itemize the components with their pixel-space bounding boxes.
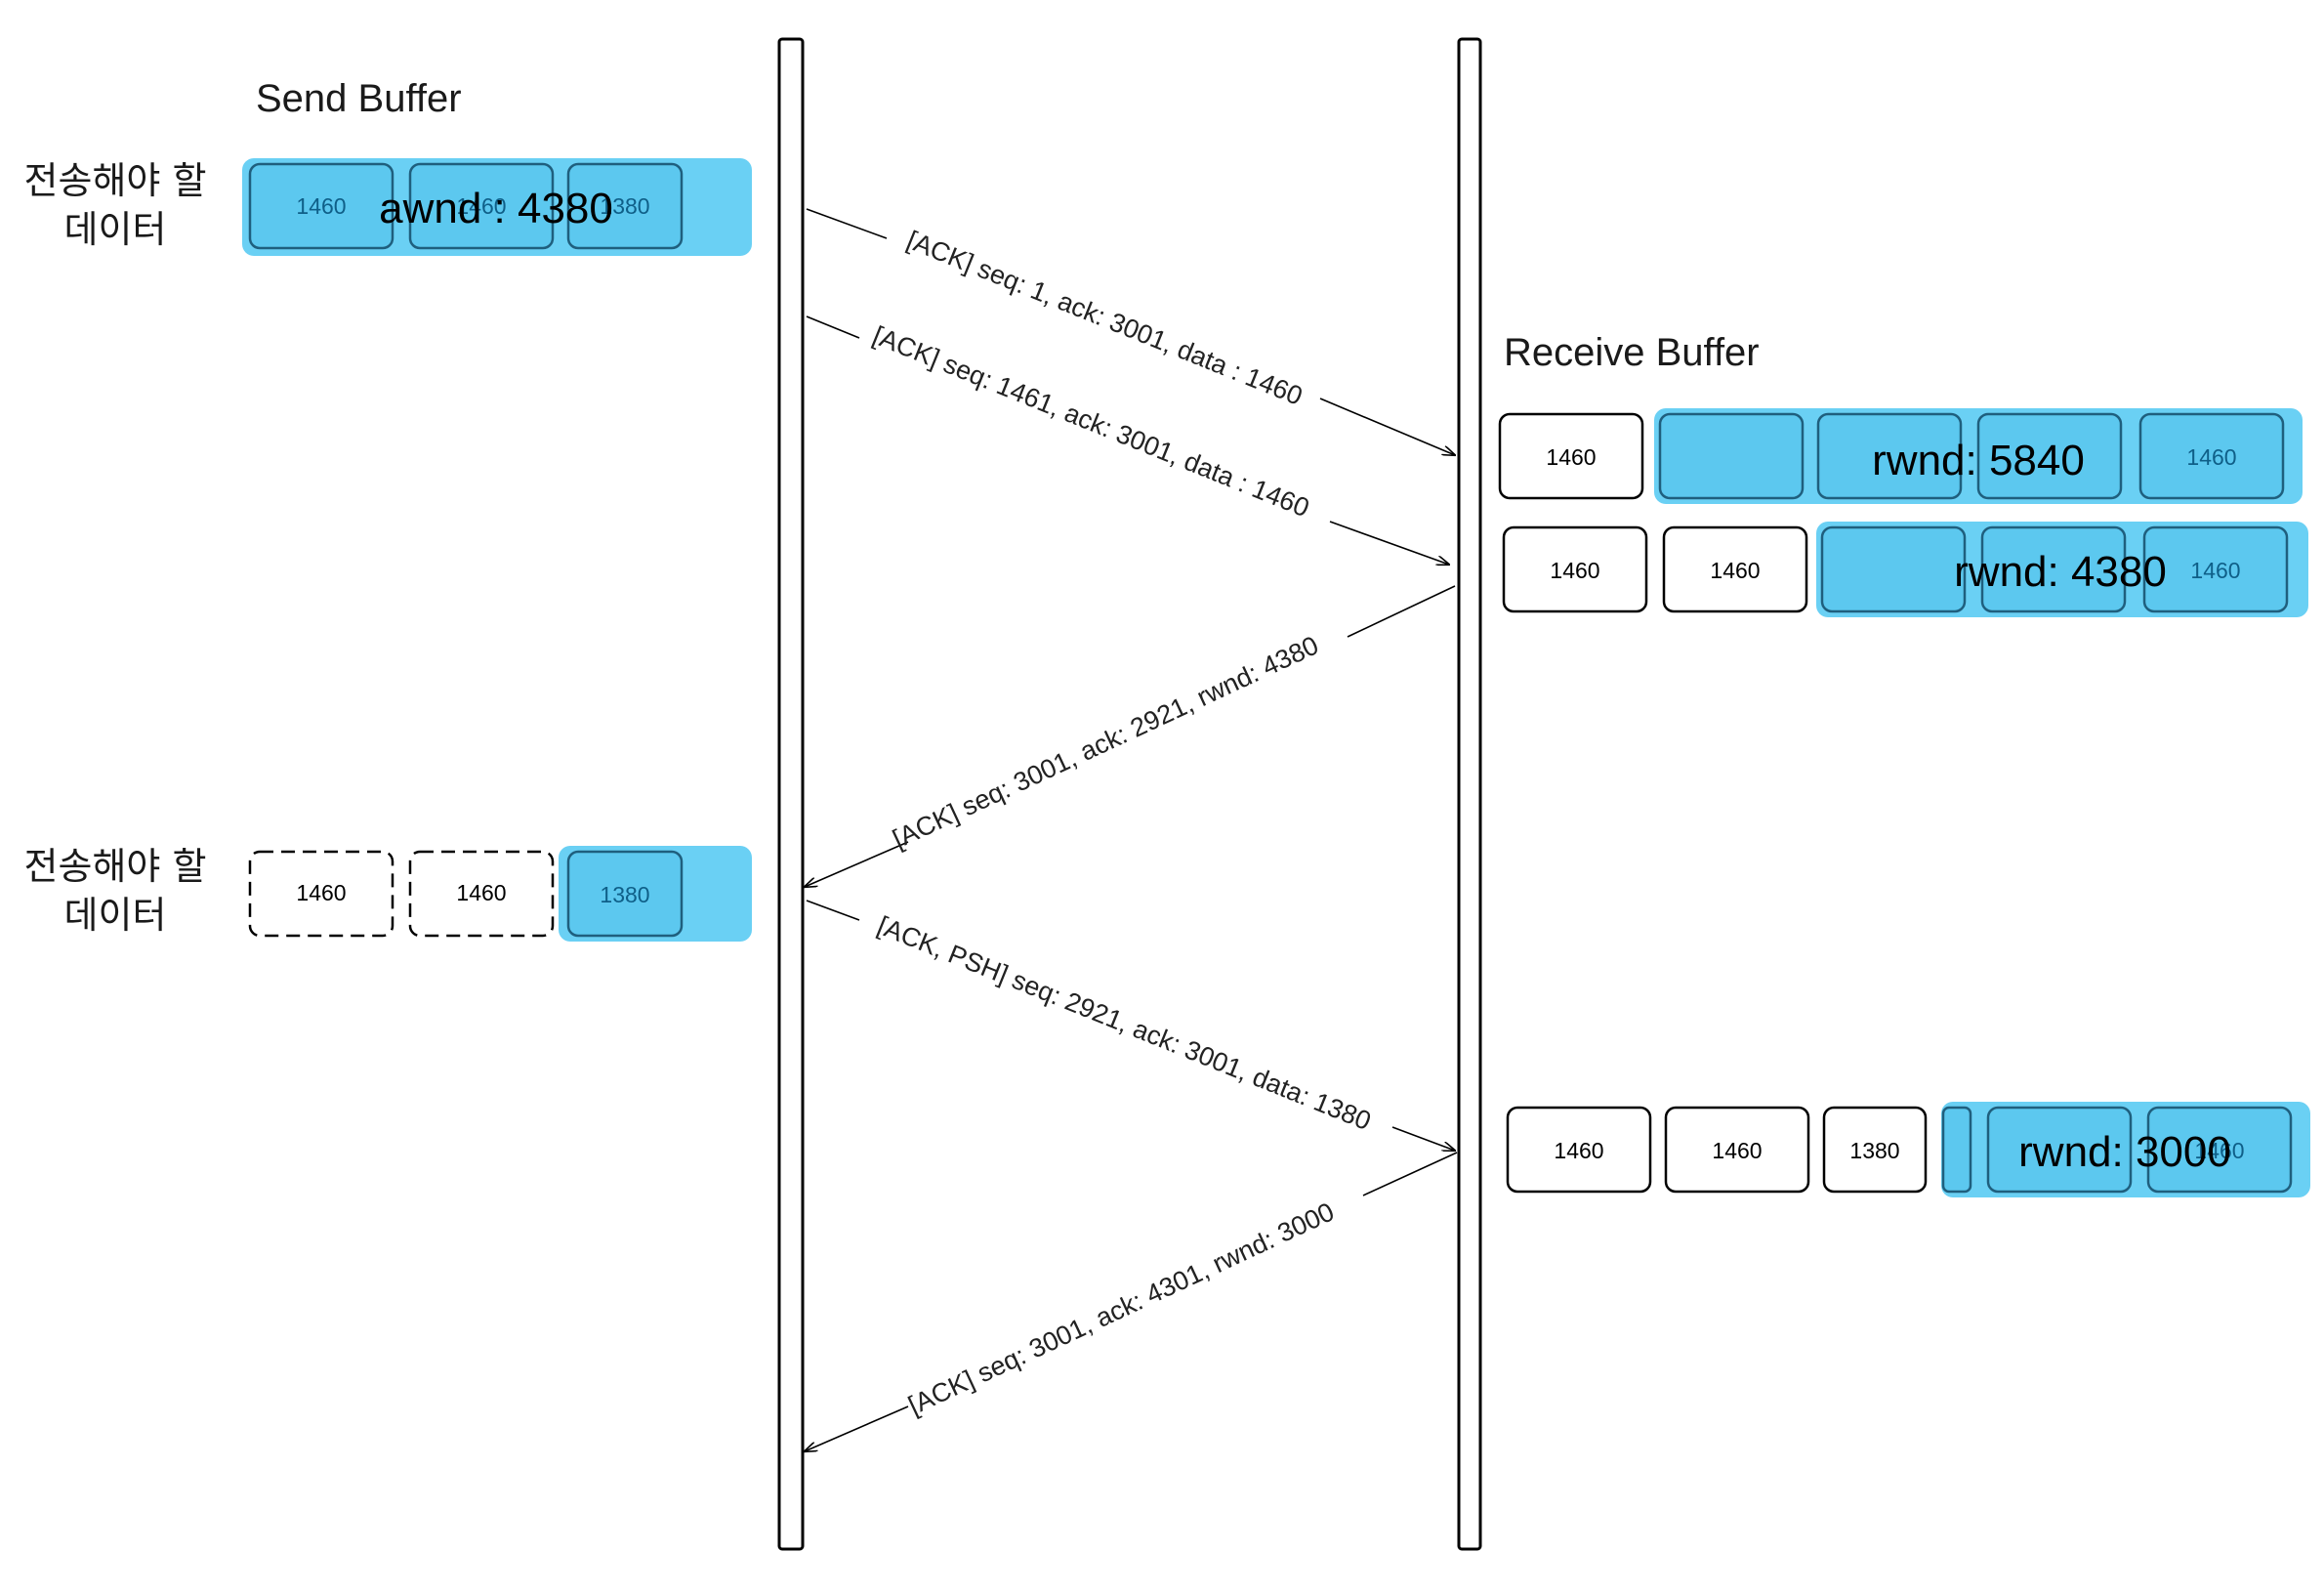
send-row-2-label-line2: 데이터 (64, 894, 167, 937)
receive-segment (1816, 412, 1963, 500)
rwnd-label: rwnd: 4380 (1954, 548, 2167, 596)
sent-segment-dashed (248, 850, 394, 938)
message-5: [ACK] seq: 3001, ack: 4301, rwnd: 3000 (805, 1152, 1458, 1451)
receive-segment-label: 1460 (1550, 558, 1599, 583)
receive-segment (2138, 412, 2285, 500)
receive-segment (1820, 525, 1967, 613)
send-segment (248, 162, 394, 250)
received-segment (1664, 1106, 1810, 1194)
receive-segment-label: 1460 (2186, 444, 2236, 470)
send-row-1-label-line1: 전송해야 할 (24, 159, 207, 202)
sent-segment-dashed (408, 850, 555, 938)
message-3: [ACK] seq: 3001, ack: 2921, rwnd: 4380 (805, 585, 1456, 887)
receive-buffer-row-1: 1460 1460 rwnd: 5840 (1498, 408, 2303, 504)
received-segment (1502, 525, 1648, 613)
receive-segment (2142, 525, 2289, 613)
send-segment-label: 1460 (296, 880, 346, 905)
message-2: [ACK] seq: 1461, ack: 3001, data : 1460 (806, 315, 1449, 565)
send-segment-label: 1460 (456, 193, 506, 219)
sender-lifeline (777, 37, 805, 1551)
receive-segment (1980, 525, 2127, 613)
receive-buffer-title: Receive Buffer (1504, 331, 1760, 374)
receive-buffer-row-3: 1460 1460 1380 1460 rwnd: 3000 (1506, 1102, 2310, 1197)
receiver-lifeline (1457, 37, 1482, 1551)
send-segment-label: 1460 (456, 880, 506, 905)
receive-buffer-row-2: 1460 1460 1460 rwnd: 4380 (1502, 522, 2308, 617)
received-segment (1662, 525, 1808, 613)
receive-segment-label: 1460 (1712, 1138, 1762, 1163)
send-segment (566, 850, 684, 938)
send-segment-label: 1380 (600, 882, 649, 907)
message-3-label: [ACK] seq: 3001, ack: 2921, rwnd: 4380 (889, 630, 1323, 854)
receive-segment-label: 1460 (1710, 558, 1760, 583)
receive-segment-partial (1941, 1106, 1972, 1194)
receive-segment-label: 1460 (1546, 444, 1596, 470)
send-segment-label: 1380 (600, 193, 649, 219)
message-5-label: [ACK] seq: 3001, ack: 4301, rwnd: 3000 (904, 1196, 1339, 1420)
message-4-label: [ACK, PSH] seq: 2921, ack: 3001, data: 1… (874, 910, 1376, 1136)
received-segment (1506, 1106, 1652, 1194)
message-4: [ACK, PSH] seq: 2921, ack: 3001, data: 1… (806, 900, 1455, 1151)
send-segment (408, 162, 555, 250)
awnd-label: awnd : 4380 (379, 185, 613, 232)
receive-segment-label: 1460 (1554, 1138, 1603, 1163)
receive-segment (1658, 412, 1805, 500)
receive-segment (1986, 1106, 2133, 1194)
received-segment (1822, 1106, 1928, 1194)
receive-segment-label: 1460 (2190, 558, 2240, 583)
received-segment (1498, 412, 1644, 500)
receive-segment (1976, 412, 2123, 500)
receive-segment (2146, 1106, 2293, 1194)
rwnd-label: rwnd: 5840 (1872, 437, 2085, 484)
send-buffer-row-2: 전송해야 할 데이터 1460 1460 1380 (24, 845, 752, 942)
receive-segment-label: 1460 (2194, 1138, 2244, 1163)
send-row-1-label-line2: 데이터 (64, 208, 167, 251)
send-row-2-label-line1: 전송해야 할 (24, 845, 207, 888)
message-2-label: [ACK] seq: 1461, ack: 3001, data : 1460 (869, 320, 1313, 523)
receive-segment-label: 1380 (1849, 1138, 1899, 1163)
rwnd-label: rwnd: 3000 (2018, 1128, 2231, 1176)
send-buffer-title: Send Buffer (256, 77, 462, 120)
send-segment-label: 1460 (296, 193, 346, 219)
send-buffer-row-1: 전송해야 할 데이터 1460 1460 1380 awnd : 4380 (24, 158, 752, 256)
send-segment (566, 162, 684, 250)
